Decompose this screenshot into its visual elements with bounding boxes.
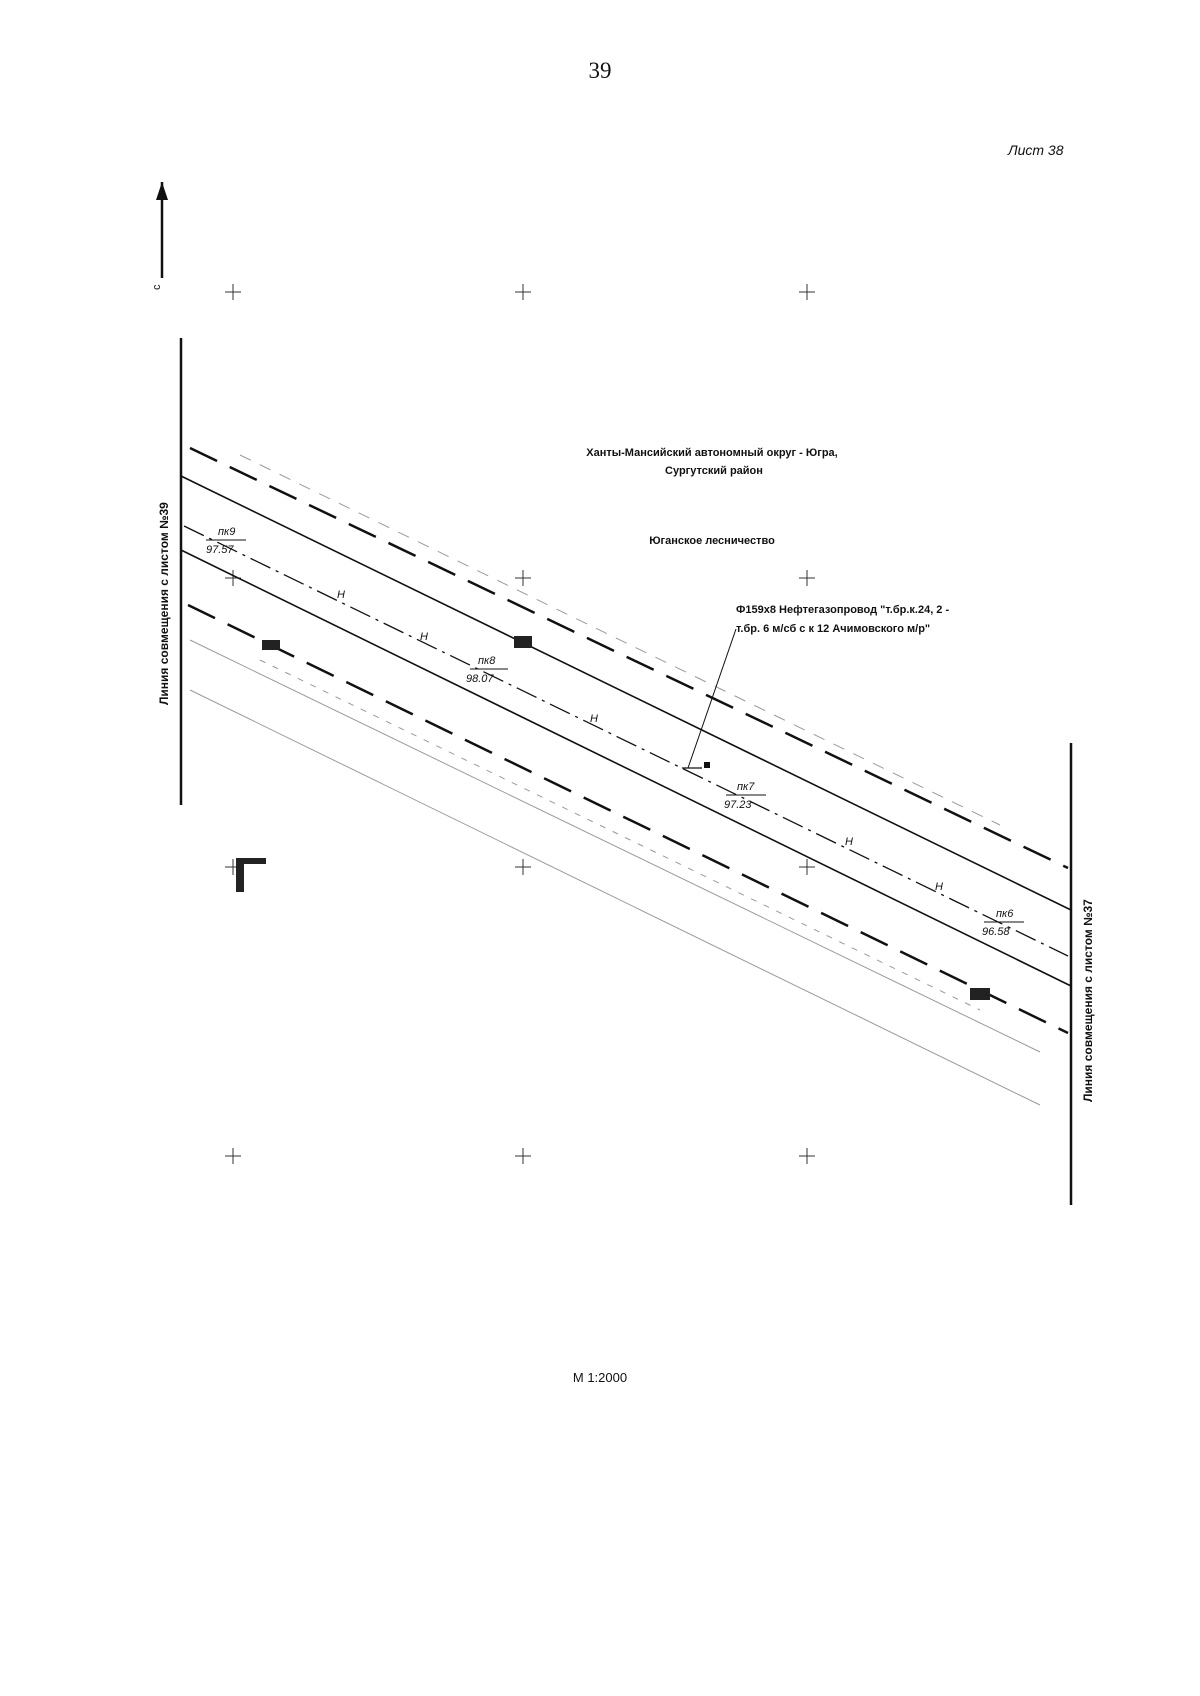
pipeline-callout-point bbox=[704, 762, 710, 768]
grid-cross bbox=[225, 1148, 241, 1164]
svg-text:пк6: пк6 bbox=[996, 908, 1014, 920]
grid-cross bbox=[799, 284, 815, 300]
pipe-markers: Н Н Н Н Н bbox=[337, 589, 943, 893]
pipeline-axis bbox=[183, 525, 1069, 957]
svg-text:98.07: 98.07 bbox=[466, 673, 494, 685]
picket-pk6: пк6 96.58 bbox=[982, 908, 1024, 938]
grid-cross bbox=[799, 859, 815, 875]
pipeline-label-line2: т.бр. 6 м/сб с к 12 Ачимовского м/р" bbox=[736, 623, 930, 635]
grid-cross bbox=[515, 570, 531, 586]
sheet-label: Лист 38 bbox=[1008, 142, 1064, 158]
grid-cross bbox=[225, 284, 241, 300]
pipeline-callout-leader bbox=[687, 628, 737, 769]
map-symbols bbox=[236, 636, 990, 1000]
north-arrow-label: с bbox=[151, 284, 163, 290]
pipe-marker: Н bbox=[420, 631, 428, 643]
pipe-marker: Н bbox=[337, 589, 345, 601]
grid-cross bbox=[799, 570, 815, 586]
corridor-line-2 bbox=[180, 549, 1072, 987]
corridor-line-1 bbox=[180, 475, 1072, 911]
pipe-marker: Н bbox=[845, 836, 853, 848]
pipe-marker: Н bbox=[590, 713, 598, 725]
row-boundary-lower bbox=[187, 603, 1069, 1035]
row-boundary-upper bbox=[189, 446, 1069, 870]
svg-text:пк8: пк8 bbox=[478, 655, 496, 667]
grid-cross bbox=[515, 859, 531, 875]
match-line-right-label: Линия совмещения с листом №37 bbox=[1081, 899, 1095, 1102]
svg-text:97.57: 97.57 bbox=[206, 544, 234, 556]
forestry-label: Юганское лесничество bbox=[649, 535, 775, 547]
grid-cross bbox=[799, 1148, 815, 1164]
region-label-line2: Сургутский район bbox=[665, 465, 763, 477]
region-label-line1: Ханты-Мансийский автономный округ - Югра… bbox=[586, 447, 837, 459]
svg-text:пк9: пк9 bbox=[218, 526, 235, 538]
grid-cross bbox=[515, 1148, 531, 1164]
faint-lines bbox=[189, 454, 1041, 1106]
svg-text:пк7: пк7 bbox=[737, 781, 755, 793]
picket-pk7: пк7 97.23 bbox=[724, 781, 766, 811]
svg-text:96.58: 96.58 bbox=[982, 926, 1010, 938]
scale-label: М 1:2000 bbox=[572, 1370, 628, 1385]
svg-text:97.23: 97.23 bbox=[724, 799, 752, 811]
north-arrow-icon: с bbox=[151, 182, 168, 290]
pipeline-label-line1: Ф159х8 Нефтегазопровод "т.бр.к.24, 2 - bbox=[736, 604, 949, 616]
picket-pk8: пк8 98.07 bbox=[466, 655, 508, 685]
grid-crosses bbox=[225, 284, 815, 1164]
match-line-left-label: Линия совмещения с листом №39 bbox=[157, 502, 171, 705]
pipe-marker: Н bbox=[935, 881, 943, 893]
page-number: 39 bbox=[588, 58, 612, 83]
picket-pk9: пк9 97.57 bbox=[206, 526, 246, 556]
grid-cross bbox=[515, 284, 531, 300]
